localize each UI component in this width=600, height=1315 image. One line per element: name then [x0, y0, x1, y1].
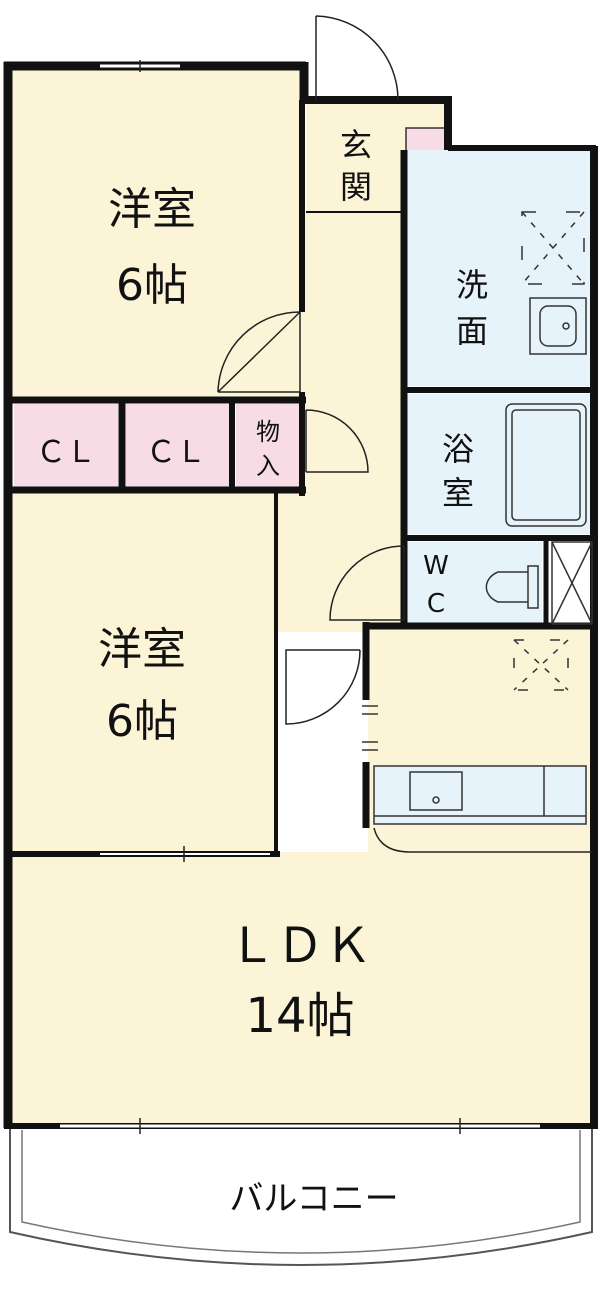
bedroom-bottom-floor: [10, 490, 278, 852]
floor-fills: [10, 68, 592, 1124]
fixtures: [362, 211, 593, 825]
toilet-floor: [406, 542, 542, 624]
toilet-icon: [485, 571, 528, 603]
walls: [3, 61, 598, 1129]
washroom-label-2: 面: [456, 312, 488, 350]
kitchen-sink-icon: [409, 771, 463, 811]
toilet-label-1: W: [423, 551, 449, 581]
bathroom-floor: [406, 394, 592, 534]
bedroom-top-size: 6帖: [116, 260, 188, 311]
ldk-size: 14帖: [245, 988, 354, 1044]
doors: [60, 15, 592, 1134]
balcony: [9, 1128, 593, 1266]
entrance-label-2: 関: [340, 168, 372, 206]
pipe-shaft: [551, 541, 593, 625]
washing-machine-icon: [521, 211, 585, 285]
storage-floor: [236, 404, 302, 488]
labels: 洋室 6帖 ＣＬ ＣＬ 物 入 洋室 6帖 玄 関 洗 面 浴 室 W C ＬＤ…: [36, 126, 488, 1219]
bedroom-bottom-name: 洋室: [98, 624, 186, 675]
bathtub-icon: [505, 403, 587, 527]
fridge-icon: [513, 639, 569, 691]
storage-label-1: 物: [256, 418, 280, 446]
balcony-label: バルコニー: [229, 1179, 398, 1219]
bathroom-label-1: 浴: [442, 430, 474, 468]
bathroom-label-2: 室: [442, 474, 474, 512]
toilet-label-2: C: [427, 589, 445, 619]
entrance-label-1: 玄: [340, 126, 372, 164]
closet-right-floor: [126, 404, 230, 488]
washroom-label-1: 洗: [456, 266, 488, 304]
closet-left-floor: [14, 404, 118, 488]
bedroom-top-name: 洋室: [108, 184, 196, 235]
bedroom-bottom-size: 6帖: [106, 696, 178, 747]
closet-left-label: ＣＬ: [36, 435, 96, 470]
ldk-name: ＬＤＫ: [228, 918, 372, 974]
storage-label-2: 入: [256, 452, 280, 480]
closet-right-label: ＣＬ: [146, 435, 206, 470]
toilet-tank-icon: [527, 565, 539, 609]
ldk-floor: [10, 852, 592, 1124]
